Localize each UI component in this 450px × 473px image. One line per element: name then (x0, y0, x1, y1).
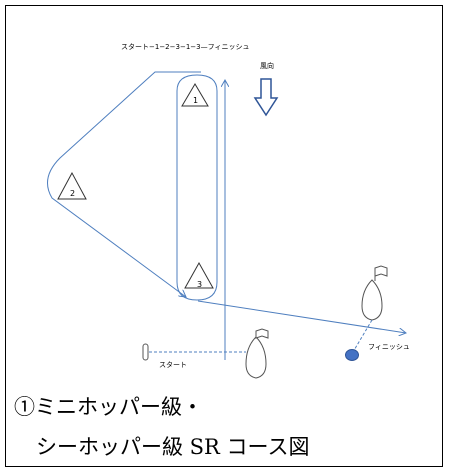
finish-line (352, 319, 373, 353)
mark-3-label: 3 (197, 280, 202, 289)
mark-3-triangle (184, 261, 214, 289)
wind-direction-label: 風向 (260, 61, 274, 70)
start-committee-boat-icon (245, 328, 269, 379)
mark-1-triangle (181, 83, 209, 107)
course-inner-loop (176, 74, 218, 301)
finish-committee-boat-icon (361, 265, 388, 321)
start-label: スタート (159, 360, 187, 369)
mark-2-label: 2 (70, 189, 75, 198)
finish-buoy (345, 349, 359, 361)
caption-line-2: シーホッパー級 SR コース図 (36, 435, 310, 459)
course-sequence-label: スタート−1−2−3−1−3—フィニッシュ (121, 42, 249, 51)
course-finish-leg (197, 300, 406, 333)
caption-line-1: ①ミニホッパー級・ (14, 395, 203, 419)
mark-2-triangle (57, 171, 87, 200)
mark-1-label: 1 (193, 96, 198, 105)
course-outer-loop (47, 71, 201, 297)
finish-label: フィニッシュ (368, 343, 410, 351)
start-pin-buoy (142, 343, 149, 361)
wind-arrow-icon (253, 78, 279, 117)
